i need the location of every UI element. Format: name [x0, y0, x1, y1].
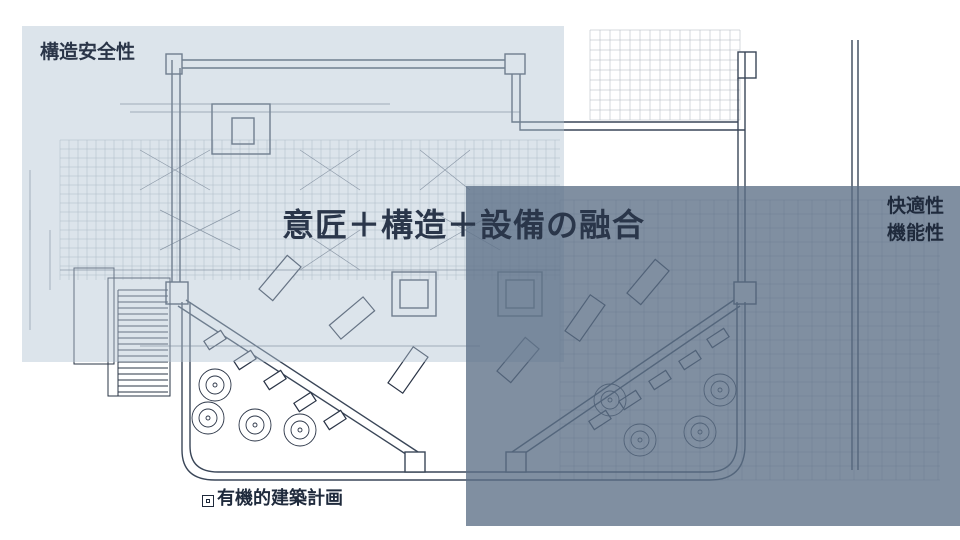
column-lm — [165, 281, 189, 305]
caption-text: 有機的建築計画 — [217, 488, 343, 509]
diagonal-brace — [299, 149, 361, 191]
planter-box — [293, 391, 317, 413]
column-tl — [165, 53, 183, 75]
diagonal-brace — [139, 149, 211, 191]
tree-canopy-inner — [198, 408, 218, 428]
stair-box-inner — [399, 279, 429, 309]
landing — [73, 267, 115, 365]
tree-canopy — [198, 368, 232, 402]
tree-canopy — [191, 401, 225, 435]
planter-box — [263, 369, 287, 391]
square-mark-icon — [202, 495, 214, 507]
bench — [328, 296, 376, 340]
tree-canopy-inner — [290, 420, 310, 440]
column-bottom-l — [404, 451, 426, 473]
structure-safety-label: 構造安全性 — [40, 41, 136, 63]
tree-canopy — [238, 408, 272, 442]
diagonal-brace — [159, 209, 241, 251]
tree-trunk — [252, 422, 258, 428]
fusion-headline: 意匠＋構造＋設備の融合 — [282, 206, 646, 244]
tree-canopy-inner — [205, 375, 225, 395]
stair-box — [391, 271, 437, 317]
outer-wall-top-inner — [172, 67, 738, 123]
comfort-function-label: 快適性 機能性 — [887, 193, 944, 247]
comfort-function-panel — [466, 186, 960, 526]
planter-box — [203, 329, 227, 351]
tree-icon — [238, 408, 272, 442]
tree-trunk — [212, 382, 218, 388]
outer-wall-top — [172, 59, 745, 131]
bench — [387, 345, 429, 395]
diagonal-brace — [299, 229, 361, 271]
tree-icon — [191, 401, 225, 435]
column-rt — [737, 51, 757, 79]
stair-outline — [107, 277, 171, 397]
inner-room-2 — [231, 117, 255, 145]
tree-icon — [198, 368, 232, 402]
tree-trunk — [205, 415, 211, 421]
planter-box — [233, 349, 257, 371]
tree-canopy — [283, 413, 317, 447]
tree-canopy-inner — [245, 415, 265, 435]
tree-icon — [283, 413, 317, 447]
organic-plan-caption: 有機的建築計画 — [202, 484, 343, 510]
diagonal-brace — [419, 149, 471, 191]
column-tr — [504, 53, 526, 75]
staircase — [73, 267, 171, 397]
planter-box — [323, 409, 347, 431]
function-label: 機能性 — [886, 222, 944, 244]
v-wall-left-2 — [185, 299, 419, 453]
tree-trunk — [297, 427, 303, 433]
comfort-label: 快適性 — [886, 195, 944, 217]
bench — [258, 254, 302, 302]
